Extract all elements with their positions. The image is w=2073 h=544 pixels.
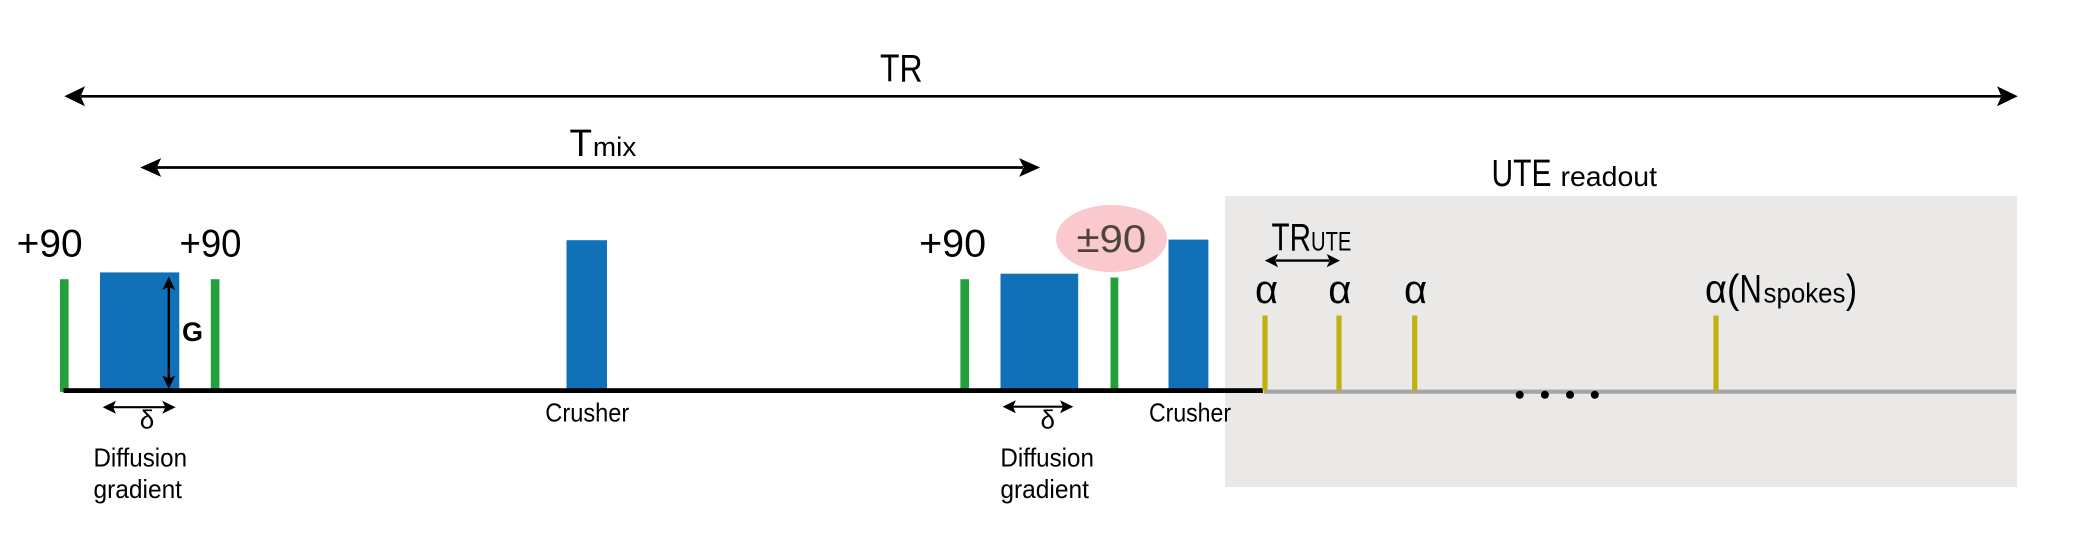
svg-text:Crusher: Crusher bbox=[545, 398, 629, 428]
svg-text:α(Nspokes): α(Nspokes) bbox=[1705, 268, 1857, 312]
svg-text:+90: +90 bbox=[919, 223, 986, 266]
svg-text:α: α bbox=[1404, 268, 1427, 312]
svg-text:+90: +90 bbox=[180, 223, 242, 266]
svg-text:α: α bbox=[1328, 268, 1351, 312]
svg-text:G: G bbox=[182, 317, 203, 347]
svg-text:Tmix: Tmix bbox=[570, 123, 637, 165]
svg-text:Diffusion: Diffusion bbox=[1000, 443, 1094, 473]
svg-text:gradient: gradient bbox=[94, 474, 183, 504]
svg-text:Diffusion: Diffusion bbox=[94, 443, 188, 473]
svg-text:TR: TR bbox=[880, 47, 923, 90]
svg-text:gradient: gradient bbox=[1000, 474, 1089, 504]
svg-text:δ: δ bbox=[1040, 405, 1054, 435]
svg-text:α: α bbox=[1255, 268, 1278, 312]
svg-text:TRUTE: TRUTE bbox=[1272, 217, 1352, 260]
svg-text:±90: ±90 bbox=[1077, 218, 1147, 261]
svg-text:Crusher: Crusher bbox=[1149, 398, 1231, 428]
svg-text:+90: +90 bbox=[17, 223, 83, 266]
svg-text:δ: δ bbox=[140, 405, 154, 435]
